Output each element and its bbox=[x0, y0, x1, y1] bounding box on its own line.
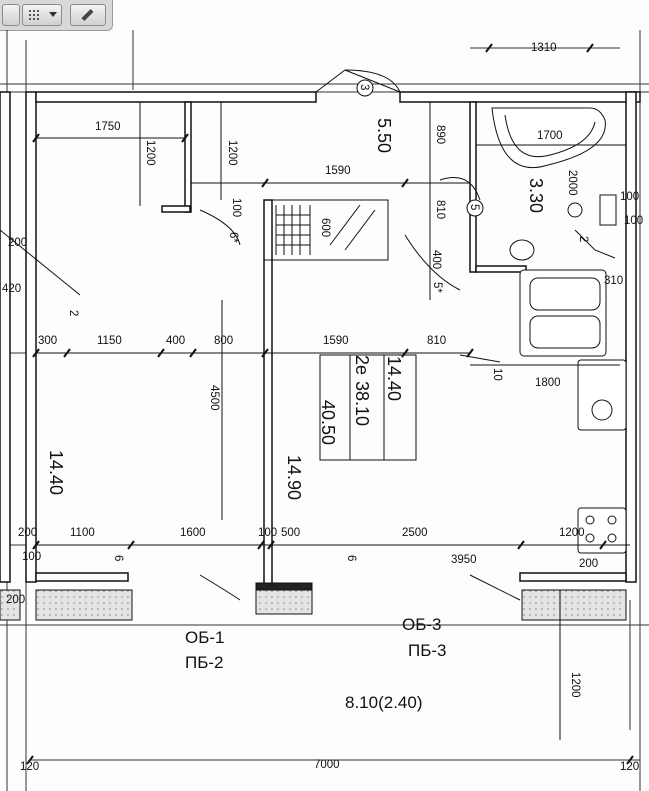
dim-1100: 1100 bbox=[70, 527, 95, 539]
marker-3: 3 bbox=[358, 84, 370, 90]
walls bbox=[0, 91, 641, 586]
dim-1310: 1310 bbox=[531, 42, 557, 54]
dim-420: 420 bbox=[2, 283, 21, 295]
dim-200-c: 200 bbox=[6, 594, 25, 606]
summary-rooms-area-b: 2е bbox=[352, 355, 372, 375]
dim-1800: 1800 bbox=[535, 377, 561, 389]
dim-200-b: 200 bbox=[18, 527, 37, 539]
dim-100-d: 100 bbox=[22, 551, 41, 563]
dim-100-c: 100 bbox=[258, 527, 277, 539]
balcony-right-ob: ОБ-3 bbox=[402, 615, 442, 634]
summary-area-c: 40.50 bbox=[318, 400, 338, 445]
dimension-ticks bbox=[26, 43, 634, 765]
dim-400-a: 400 bbox=[430, 250, 442, 269]
marker-2-left: 2 bbox=[67, 310, 79, 316]
left-room-area-label: 14.40 bbox=[46, 450, 66, 495]
hall-area-label: 5.50 bbox=[374, 118, 394, 153]
dim-1200-c: 1200 bbox=[559, 527, 585, 539]
marker-6-left: 6 bbox=[112, 555, 124, 561]
dim-300: 300 bbox=[38, 335, 57, 347]
dim-120-a: 120 bbox=[20, 761, 39, 773]
balcony-left-ob: ОБ-1 bbox=[185, 628, 225, 647]
dim-1600: 1600 bbox=[180, 527, 206, 539]
kitchen-area-label: 8.10(2.40) bbox=[345, 693, 423, 712]
square-tool-button[interactable] bbox=[2, 4, 20, 26]
dim-100-c2: 100 bbox=[230, 198, 242, 217]
dim-500: 500 bbox=[281, 527, 300, 539]
dim-1750: 1750 bbox=[95, 121, 121, 133]
balcony-slabs bbox=[0, 582, 627, 621]
dim-100-a: 100 bbox=[620, 191, 639, 203]
stair-block bbox=[263, 199, 389, 261]
dim-7000: 7000 bbox=[314, 759, 340, 771]
dim-800: 800 bbox=[214, 335, 233, 347]
dim-200-a: 200 bbox=[8, 237, 27, 249]
area-summary-table bbox=[319, 354, 417, 461]
dim-3950: 3950 bbox=[451, 554, 477, 566]
summary-area-b: 38.10 bbox=[352, 381, 372, 426]
balcony-left-pb: ПБ-2 bbox=[185, 653, 224, 672]
dimension-lines bbox=[0, 102, 630, 740]
marker-5: 5 bbox=[468, 204, 480, 210]
dim-400-b: 400 bbox=[166, 335, 185, 347]
doors bbox=[199, 69, 521, 601]
marker-6-center: 6 bbox=[345, 555, 357, 561]
dim-1200-d: 1200 bbox=[569, 672, 581, 698]
pencil-tool-button[interactable] bbox=[70, 4, 106, 26]
dim-1590-a: 1590 bbox=[325, 165, 351, 177]
dim-1200-b: 1200 bbox=[226, 140, 238, 166]
center-room-area-label: 14.90 bbox=[284, 455, 304, 500]
viewer-toolbar bbox=[0, 0, 113, 31]
dim-4500: 4500 bbox=[208, 385, 220, 411]
marker-2-bath: 2 bbox=[577, 236, 589, 242]
dim-2500: 2500 bbox=[402, 527, 428, 539]
plan-labels: 1310 1750 1200 1200 890 1700 1590 2000 1… bbox=[2, 42, 643, 773]
dim-200-d: 200 bbox=[579, 558, 598, 570]
dim-810-a: 810 bbox=[434, 200, 446, 219]
dim-1200-a: 1200 bbox=[144, 140, 156, 166]
balcony-right-pb: ПБ-3 bbox=[408, 641, 447, 660]
marker-circles bbox=[356, 79, 484, 217]
dim-120-b: 120 bbox=[620, 761, 639, 773]
dim-1590-b: 1590 bbox=[323, 335, 349, 347]
marker-10: 10 bbox=[491, 368, 503, 381]
marker-6-star: 6* bbox=[227, 232, 239, 243]
dim-100-b: 100 bbox=[624, 215, 643, 227]
dim-1700: 1700 bbox=[537, 130, 563, 142]
dim-600: 600 bbox=[319, 218, 331, 237]
grid-icon bbox=[28, 9, 40, 21]
dim-310: 310 bbox=[604, 275, 623, 287]
grid-select-button[interactable] bbox=[22, 4, 62, 26]
dim-810-b: 810 bbox=[427, 335, 446, 347]
dim-890: 890 bbox=[434, 125, 446, 144]
bath-area-label: 3.30 bbox=[526, 178, 546, 213]
dim-1150: 1150 bbox=[97, 335, 122, 347]
chevron-down-icon bbox=[49, 12, 57, 17]
dim-2000: 2000 bbox=[566, 170, 578, 196]
bath-fixtures bbox=[491, 107, 627, 554]
summary-area-a: 14.40 bbox=[384, 356, 404, 401]
marker-5-star: 5* bbox=[431, 282, 443, 293]
